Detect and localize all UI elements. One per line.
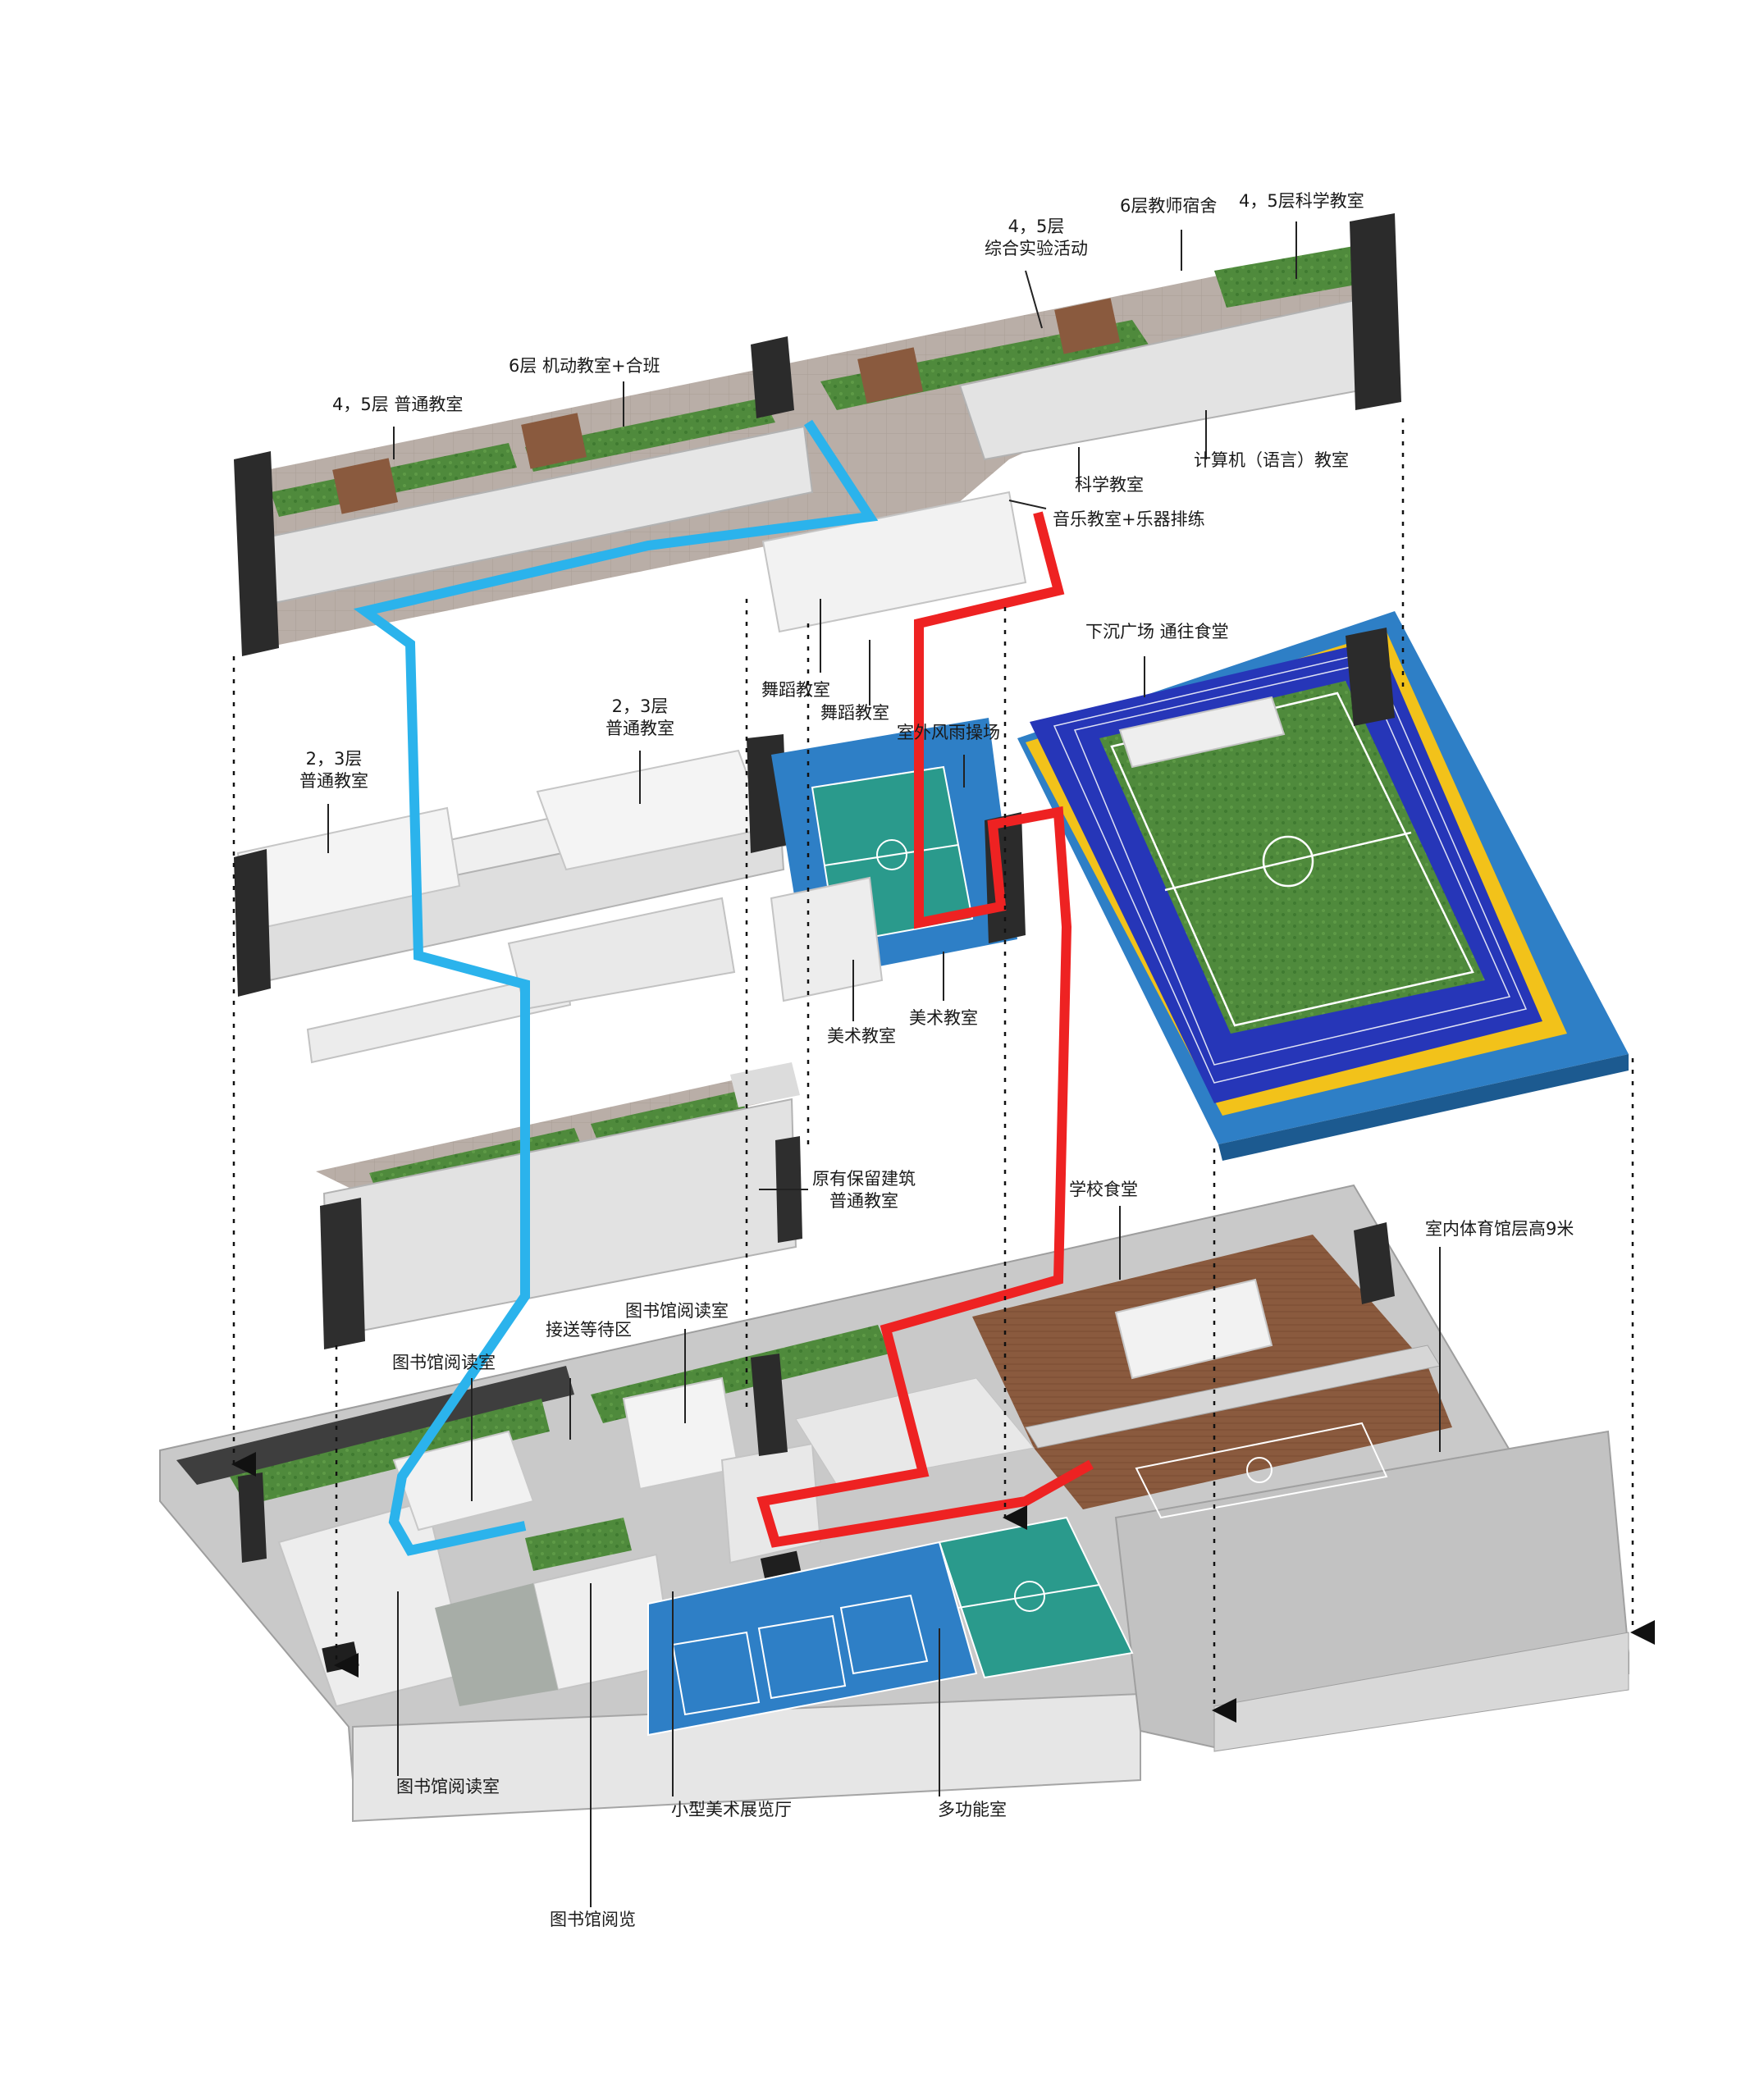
label-art-room-1: 美术教室: [827, 1026, 896, 1046]
label-dance-room-2: 舞蹈教室: [820, 703, 889, 723]
label-indoor-gym: 室内体育馆层高9米: [1425, 1219, 1574, 1239]
blue-circulation-route: [353, 419, 879, 1556]
library-mass-2: [392, 1430, 535, 1532]
ground-garden-left: [230, 1399, 550, 1505]
label-45-lab-name: 综合实验活动: [985, 239, 1088, 258]
ground-garden-small: [525, 1518, 632, 1571]
label-23-b-floor: 2，3层: [611, 696, 669, 716]
label-preserved-building: 原有保留建筑 普通教室: [812, 1168, 916, 1212]
art-room-block: [770, 876, 884, 1002]
top-hall-block: [761, 491, 1027, 633]
ground-basketball-lines: [957, 1581, 1100, 1612]
gym-block-front: [1213, 1632, 1629, 1752]
top-wood-4: [1054, 298, 1121, 354]
top-floor: [234, 213, 1401, 656]
label-multi-function-room: 多功能室: [938, 1800, 1007, 1819]
label-23-a-floor: 2，3层: [305, 749, 363, 769]
field-dark-core: [1346, 628, 1395, 726]
preserved-building: [316, 1062, 802, 1349]
top-wood-1: [332, 458, 399, 514]
label-sunken-plaza: 下沉广场 通往食堂: [1085, 622, 1229, 641]
label-school-canteen: 学校食堂: [1069, 1180, 1138, 1199]
label-pickup-waiting: 接送等待区: [546, 1320, 632, 1340]
top-roof-green-far: [1214, 246, 1366, 308]
top-roof-green-mid: [525, 398, 775, 472]
label-45-science: 4，5层科学教室: [1239, 191, 1364, 211]
ground-dark-core-left: [238, 1472, 267, 1563]
football-pitch: [1099, 681, 1485, 1034]
library-courtyard: [435, 1583, 558, 1706]
label-6-mobile-classroom: 6层 机动教室+合班: [509, 356, 660, 376]
field-stand: [1118, 696, 1286, 769]
label-23-classroom-b: 2，3层 普通教室: [605, 696, 674, 740]
red-circulation-route: [756, 511, 1094, 1548]
preserved-roof-green-2: [591, 1091, 747, 1144]
gym-dark-core: [1354, 1222, 1395, 1304]
label-music-room: 音乐教室+乐器排练: [1053, 509, 1205, 529]
label-art-gallery: 小型美术展览厅: [671, 1800, 792, 1819]
label-45-lab: 4，5层 综合实验活动: [985, 216, 1088, 260]
label-23-a-name: 普通教室: [299, 771, 368, 791]
ground-dark-strip: [176, 1366, 574, 1485]
sports-field: [1017, 611, 1629, 1161]
label-preserved-a: 原有保留建筑: [812, 1169, 916, 1189]
gym-court-lines: [1135, 1422, 1388, 1519]
top-dark-core-right: [1350, 213, 1401, 410]
ground-floor: [159, 1184, 1630, 1823]
ground-base-side: [352, 1692, 1141, 1823]
floor23-dark-core-left: [234, 849, 271, 997]
top-dark-core-left: [234, 451, 279, 656]
label-science-room: 科学教室: [1075, 475, 1144, 495]
top-wood-2: [521, 413, 587, 469]
preserved-dark-core-left: [320, 1198, 365, 1349]
label-45-general-classroom: 4，5层 普通教室: [332, 395, 464, 414]
top-roof-green-left: [271, 443, 517, 517]
leader-lines: [327, 221, 1441, 1907]
track-lane-lines: [1053, 651, 1528, 1084]
label-library-reading-b: 图书馆阅读室: [625, 1301, 729, 1321]
label-library-reading-a: 图书馆阅读室: [392, 1353, 496, 1372]
dashed-projection-lines: [231, 418, 1655, 1723]
label-preserved-b: 普通教室: [829, 1191, 898, 1211]
label-dance-room-1: 舞蹈教室: [761, 680, 830, 700]
field-edge-side: [1218, 1054, 1629, 1161]
label-23-b-name: 普通教室: [605, 719, 674, 738]
badminton-court-lines: [671, 1594, 929, 1716]
canteen-pavilion: [1114, 1278, 1273, 1380]
library-mass-3: [622, 1376, 740, 1491]
floor23-bridge: [306, 970, 572, 1064]
label-library-browse: 图书馆阅览: [550, 1910, 636, 1929]
label-45-lab-floor: 4，5层: [1008, 217, 1065, 236]
label-computer-room: 计算机（语言）教室: [1194, 450, 1349, 470]
label-art-room-2: 美术教室: [909, 1008, 978, 1028]
top-dark-core-mid: [751, 336, 794, 418]
label-library-reading-c: 图书馆阅读室: [396, 1777, 500, 1796]
badminton-courts: [647, 1541, 978, 1737]
floor-2-3: [234, 718, 1026, 1064]
label-outdoor-rain-field: 室外风雨操场: [897, 723, 1000, 742]
top-wood-3: [857, 347, 924, 404]
outdoor-basketball-lines: [824, 839, 959, 870]
label-6-teacher-dorm: 6层教师宿舍: [1120, 196, 1218, 216]
label-23-classroom-a: 2，3层 普通教室: [299, 748, 368, 792]
ground-dark-core-mid: [751, 1354, 788, 1456]
